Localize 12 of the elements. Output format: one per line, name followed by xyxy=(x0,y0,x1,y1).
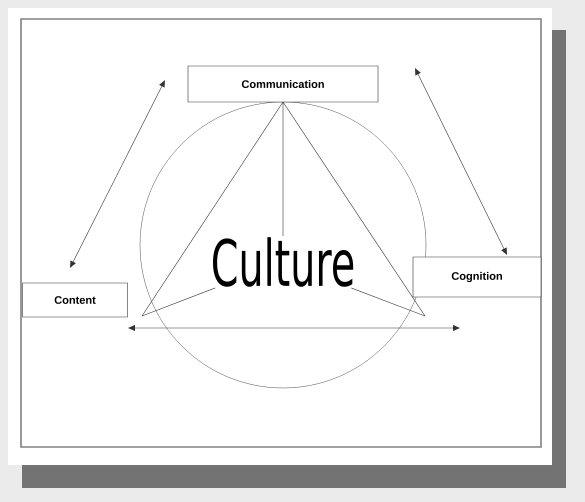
connector-line xyxy=(350,288,426,316)
connector-line xyxy=(282,102,426,316)
label-box: Communication xyxy=(188,66,378,102)
title-text: Culture xyxy=(213,237,354,287)
connector-line xyxy=(142,288,216,316)
connector-line xyxy=(142,102,284,316)
arrow xyxy=(415,68,507,255)
arrow xyxy=(128,324,460,332)
label-box: Content xyxy=(22,282,128,318)
connector-line xyxy=(282,102,284,236)
arrow xyxy=(70,80,165,268)
label-box: Cognition xyxy=(412,256,542,298)
